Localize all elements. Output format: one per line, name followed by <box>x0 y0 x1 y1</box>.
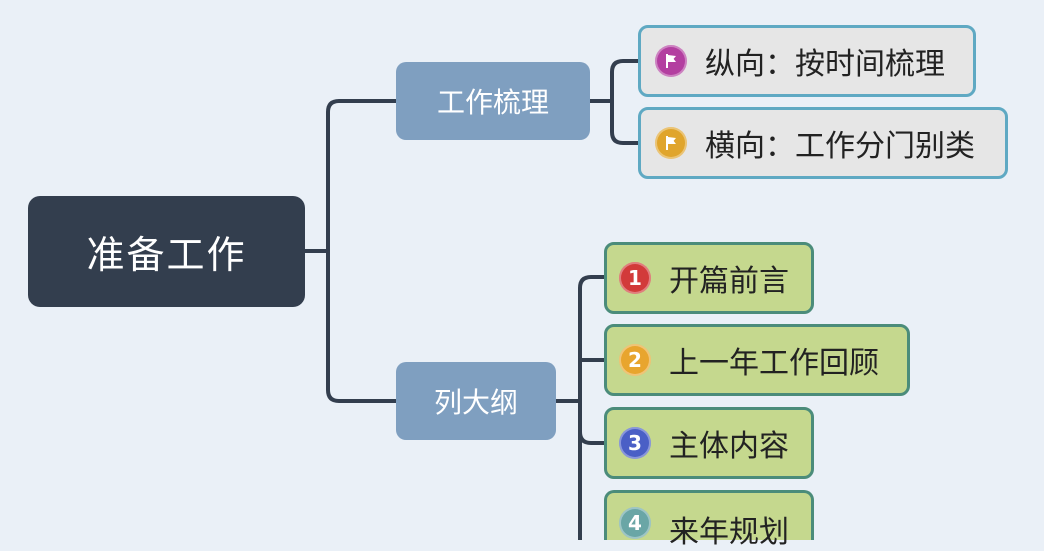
leaf-label: 来年规划 <box>669 515 789 550</box>
leaf-next-year-plan[interactable]: 4 来年规划 <box>604 490 814 550</box>
priority-1-icon: 1 <box>619 262 651 294</box>
leaf-label: 开篇前言 <box>669 264 789 299</box>
priority-4-icon: 4 <box>619 507 651 539</box>
leaf-label: 主体内容 <box>669 429 789 464</box>
leaf-opening-preface[interactable]: 1 开篇前言 <box>604 242 814 314</box>
connector-branch1-leaf2 <box>610 99 640 145</box>
leaf-label: 横向：工作分门别类 <box>705 129 975 164</box>
leaf-vertical-by-time[interactable]: 纵向：按时间梳理 <box>638 25 976 97</box>
branch-work-review[interactable]: 工作梳理 <box>396 62 590 140</box>
flag-icon <box>655 127 687 159</box>
flag-icon <box>655 45 687 77</box>
connector-branch2-spine <box>554 275 606 403</box>
leaf-last-year-review[interactable]: 2 上一年工作回顾 <box>604 324 910 396</box>
leaf-main-content[interactable]: 3 主体内容 <box>604 407 814 479</box>
connector-root-branch1 <box>303 99 398 253</box>
leaf-label: 纵向：按时间梳理 <box>705 47 945 82</box>
leaf-horizontal-by-category[interactable]: 横向：工作分门别类 <box>638 107 1008 179</box>
leaf-label: 上一年工作回顾 <box>669 346 879 381</box>
priority-3-icon: 3 <box>619 427 651 459</box>
root-node[interactable]: 准备工作 <box>28 196 305 307</box>
branch-outline[interactable]: 列大纲 <box>396 362 556 440</box>
connector-branch2-leaf3 <box>578 399 606 445</box>
branch-label: 工作梳理 <box>436 86 549 119</box>
connector-root-branch2 <box>326 249 398 403</box>
root-label: 准备工作 <box>86 233 247 277</box>
branch-label: 列大纲 <box>433 386 518 419</box>
priority-2-icon: 2 <box>619 344 651 376</box>
connector-branch1-leaf1 <box>588 59 640 103</box>
